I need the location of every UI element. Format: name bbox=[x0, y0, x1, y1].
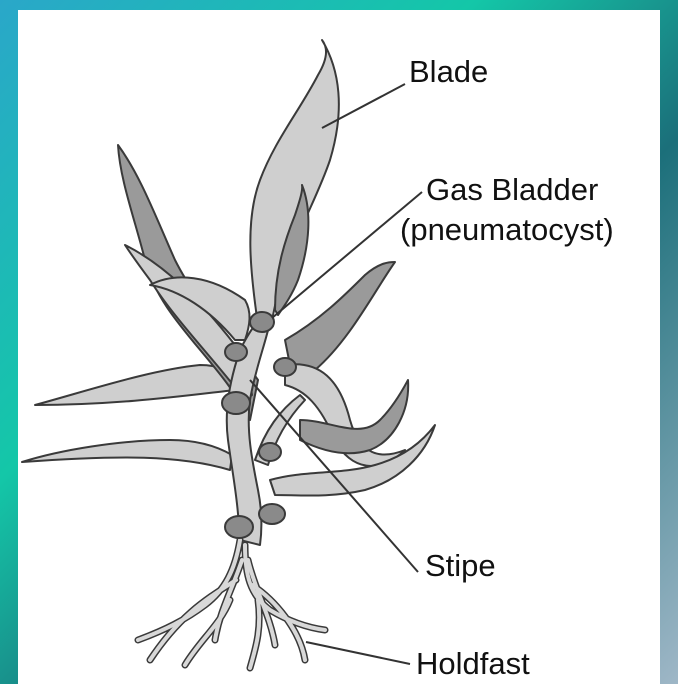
label-blade: Blade bbox=[409, 54, 488, 90]
blade-right-top bbox=[285, 262, 395, 375]
gas-bladder bbox=[259, 504, 285, 524]
label-holdfast: Holdfast bbox=[416, 646, 530, 682]
blade-left-mid bbox=[35, 365, 238, 405]
leader-holdfast bbox=[306, 642, 410, 664]
holdfast bbox=[138, 540, 325, 668]
gas-bladder bbox=[259, 443, 281, 461]
gas-bladder bbox=[222, 392, 250, 414]
gas-bladder bbox=[274, 358, 296, 376]
label-gas-bladder: Gas Bladder bbox=[426, 172, 598, 208]
label-pneumatocyst: (pneumatocyst) bbox=[400, 212, 614, 248]
gas-bladder bbox=[250, 312, 274, 332]
gas-bladder bbox=[225, 343, 247, 361]
blade-left-low bbox=[22, 440, 232, 470]
gas-bladder bbox=[225, 516, 253, 538]
label-stipe: Stipe bbox=[425, 548, 496, 584]
